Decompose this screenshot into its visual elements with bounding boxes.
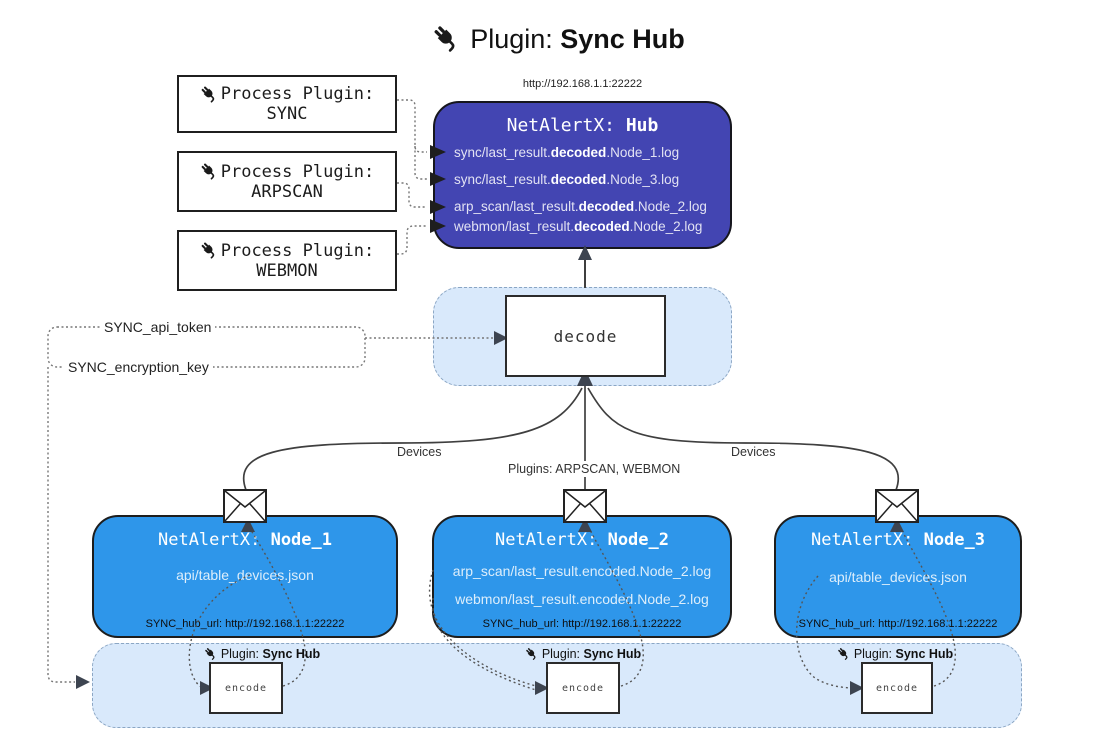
node-title-prefix: NetAlertX:	[157, 530, 271, 550]
hub-log-line: sync/last_result.decoded.Node_1.log	[454, 145, 679, 163]
node-title-prefix: NetAlertX:	[494, 530, 608, 550]
log-post: .Node_2.log	[634, 199, 707, 214]
log-bold: decoded	[578, 199, 635, 214]
plug-icon	[200, 85, 219, 104]
plug-icon	[204, 647, 218, 661]
envelope-icon	[223, 489, 267, 523]
tag-bold: Sync Hub	[583, 647, 642, 661]
tag-prefix: Plugin:	[541, 647, 584, 661]
node-title-prefix: NetAlertX:	[810, 530, 924, 550]
hub-box: NetAlertX: Hub sync/last_result.decoded.…	[433, 101, 732, 249]
node-title-bold: Node_1	[270, 530, 332, 550]
encode-box: encode	[861, 662, 933, 714]
process-plugin-label: Process Plugin:	[220, 161, 375, 182]
log-bold: decoded	[574, 219, 630, 234]
page-title-text: Plugin: Sync Hub	[470, 24, 685, 55]
plug-icon	[200, 241, 219, 260]
node-title: NetAlertX: Node_3	[776, 530, 1020, 550]
decode-box: decode	[505, 295, 666, 377]
encode-label: encode	[561, 682, 605, 694]
log-pre: sync/last_result.	[454, 172, 551, 187]
tag-bold: Sync Hub	[895, 647, 954, 661]
hub-title-bold: Hub	[625, 115, 659, 136]
process-plugin-box-sync: Process Plugin: SYNC	[177, 75, 397, 133]
process-plugin-label: Process Plugin:	[220, 240, 375, 261]
encode-plugin-tag-text: Plugin: Sync Hub	[542, 647, 641, 661]
envelope-icon	[563, 489, 607, 523]
log-post: .Node_3.log	[606, 172, 680, 187]
sync-api-token-label: SYNC_api_token	[100, 319, 216, 335]
encode-label: encode	[875, 682, 919, 694]
hub-title: NetAlertX: Hub	[435, 115, 730, 136]
page-title-prefix: Plugin:	[470, 23, 561, 54]
encode-label: encode	[224, 682, 268, 694]
process-plugin-name: WEBMON	[256, 260, 318, 281]
encode-plugin-tag-text: Plugin: Sync Hub	[854, 647, 953, 661]
node-file: api/table_devices.json	[829, 569, 967, 585]
process-plugin-name: ARPSCAN	[251, 181, 323, 202]
plugins-label: Plugins: ARPSCAN, WEBMON	[503, 461, 686, 477]
process-plugin-box-webmon: Process Plugin: WEBMON	[177, 230, 397, 291]
tag-prefix: Plugin:	[853, 647, 896, 661]
node-hub-url: SYNC_hub_url: http://192.168.1.1:22222	[798, 618, 998, 630]
encode-box: encode	[209, 662, 283, 714]
node-1-box: NetAlertX: Node_1 api/table_devices.json…	[92, 515, 398, 638]
log-pre: webmon/last_result.	[454, 219, 575, 234]
encode-plugin-tag: Plugin: Sync Hub	[503, 646, 663, 662]
node-title-bold: Node_2	[607, 530, 669, 550]
envelope-icon	[875, 489, 919, 523]
hub-log-line: sync/last_result.decoded.Node_3.log	[454, 172, 679, 190]
log-pre: arp_scan/last_result.	[454, 199, 579, 214]
node-title: NetAlertX: Node_2	[434, 530, 730, 550]
node-hub-url: SYNC_hub_url: http://192.168.1.1:22222	[145, 618, 345, 630]
node-3-box: NetAlertX: Node_3 api/table_devices.json…	[774, 515, 1022, 638]
node-2-box: NetAlertX: Node_2 arp_scan/last_result.e…	[432, 515, 732, 638]
node-title: NetAlertX: Node_1	[94, 530, 396, 550]
tag-prefix: Plugin:	[220, 647, 263, 661]
decode-label: decode	[553, 326, 618, 346]
encode-plugin-tag-text: Plugin: Sync Hub	[221, 647, 320, 661]
log-pre: sync/last_result.	[454, 145, 551, 160]
devices-label-left: Devices	[392, 444, 447, 460]
log-bold: decoded	[550, 145, 607, 160]
page-title-bold: Sync Hub	[560, 23, 685, 54]
node-title-bold: Node_3	[923, 530, 985, 550]
node-file: webmon/last_result.encoded.Node_2.log	[455, 591, 709, 607]
tag-bold: Sync Hub	[262, 647, 321, 661]
node-file: api/table_devices.json	[176, 567, 314, 583]
hub-url: http://192.168.1.1:22222	[522, 78, 643, 90]
node-hub-url: SYNC_hub_url: http://192.168.1.1:22222	[482, 618, 682, 630]
plug-icon	[525, 647, 539, 661]
process-plugin-name: SYNC	[266, 104, 308, 124]
encode-plugin-tag: Plugin: Sync Hub	[815, 646, 975, 662]
plug-icon	[837, 647, 851, 661]
encode-plugin-tag: Plugin: Sync Hub	[182, 646, 342, 662]
hub-log-line: arp_scan/last_result.decoded.Node_2.log	[454, 199, 707, 217]
sync-encryption-key-label: SYNC_encryption_key	[64, 359, 213, 375]
process-plugin-box-arpscan: Process Plugin: ARPSCAN	[177, 151, 397, 212]
node-file: arp_scan/last_result.encoded.Node_2.log	[452, 563, 712, 579]
process-plugin-label: Process Plugin:	[220, 84, 375, 104]
log-post: .Node_1.log	[606, 145, 680, 160]
devices-label-right: Devices	[726, 444, 781, 460]
log-post: .Node_2.log	[629, 219, 703, 234]
hub-log-line: webmon/last_result.decoded.Node_2.log	[454, 219, 702, 237]
hub-title-prefix: NetAlertX:	[506, 115, 626, 136]
log-bold: decoded	[550, 172, 607, 187]
plug-icon	[432, 24, 462, 54]
encode-box: encode	[546, 662, 620, 714]
page-title: Plugin: Sync Hub	[0, 18, 1117, 60]
plug-icon	[200, 162, 219, 181]
